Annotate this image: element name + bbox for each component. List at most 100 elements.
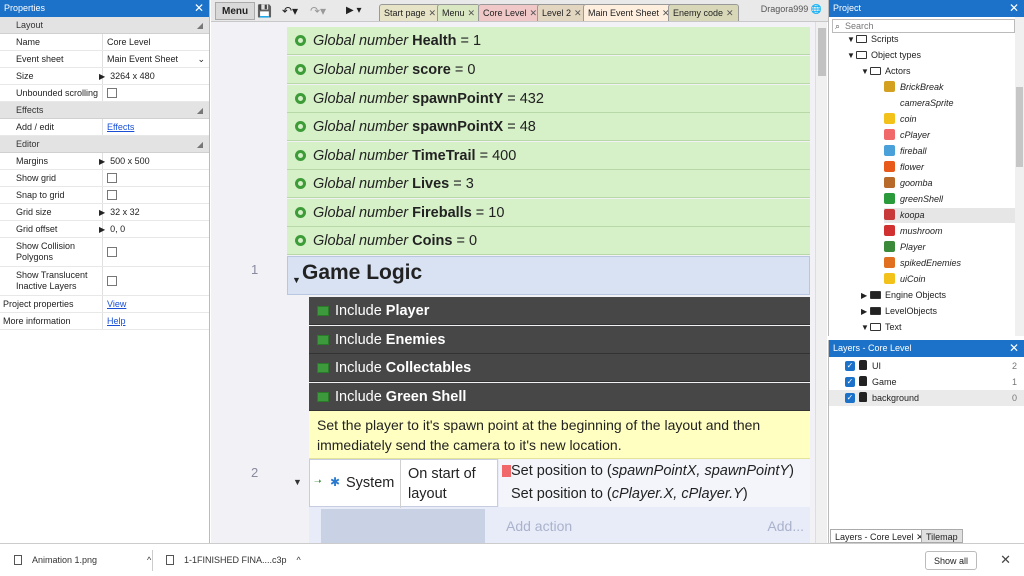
show-grid-checkbox[interactable]: [107, 173, 117, 183]
collapse-icon[interactable]: ◢: [196, 21, 203, 30]
global-variable-row[interactable]: Global number score = 0: [287, 56, 810, 84]
close-icon[interactable]: ✕: [1008, 341, 1019, 355]
include-row[interactable]: Include Player: [309, 297, 810, 325]
tree-item[interactable]: ▶Engine Objects: [861, 288, 946, 303]
effects-link[interactable]: Effects: [107, 122, 135, 132]
show-translucent-checkbox[interactable]: [107, 276, 117, 286]
prop-grid-size[interactable]: Grid size▶32 x 32: [0, 204, 209, 221]
tab-menu[interactable]: Menu✕: [437, 4, 481, 21]
include-row[interactable]: Include Collectables: [309, 354, 810, 382]
prop-value-wrap[interactable]: ▶500 x 500: [99, 156, 209, 166]
close-icon[interactable]: ✕: [1008, 1, 1019, 15]
save-icon[interactable]: 💾: [257, 4, 272, 18]
prop-show-translucent[interactable]: Show Translucent Inactive Layers: [0, 267, 209, 296]
tree-item[interactable]: coin: [884, 112, 917, 127]
tree-item[interactable]: greenShell: [884, 192, 943, 207]
tree-item[interactable]: mushroom: [884, 224, 943, 239]
tree-item[interactable]: ▼Scripts: [847, 32, 899, 47]
global-variable-row[interactable]: Global number Lives = 3: [287, 170, 810, 198]
prop-show-collision[interactable]: Show Collision Polygons: [0, 238, 209, 267]
layer-visible-checkbox[interactable]: ✓: [845, 377, 855, 387]
prop-size[interactable]: Size▶3264 x 480: [0, 68, 209, 85]
condition-text[interactable]: On start of layout: [408, 466, 476, 502]
close-icon[interactable]: ✕: [726, 8, 734, 18]
chevron-up-icon[interactable]: ^: [296, 555, 301, 565]
tab-main-event-sheet[interactable]: Main Event Sheet✕: [583, 4, 675, 21]
prop-value-wrap[interactable]: ▶0, 0: [99, 224, 209, 234]
lock-icon[interactable]: [859, 376, 867, 386]
menu-button[interactable]: Menu: [215, 2, 256, 20]
tree-item[interactable]: BrickBreak: [884, 80, 944, 95]
prop-value-wrap[interactable]: ▶3264 x 480: [99, 71, 209, 81]
tree-item[interactable]: fireball: [884, 144, 927, 159]
tab-start-page[interactable]: Start page✕: [379, 4, 442, 21]
prop-snap-to-grid[interactable]: Snap to grid: [0, 187, 209, 204]
add-condition-area[interactable]: [321, 509, 485, 543]
tree-item[interactable]: ▼Text: [861, 320, 902, 335]
prop-margins[interactable]: Margins▶500 x 500: [0, 153, 209, 170]
tab-enemy-code[interactable]: Enemy code✕: [668, 4, 739, 21]
play-icon[interactable]: ▶ ▾: [346, 5, 362, 16]
close-icon[interactable]: ✕: [1000, 552, 1011, 567]
section-effects[interactable]: Effects◢: [0, 102, 209, 119]
section-layout[interactable]: Layout◢: [0, 17, 209, 34]
section-editor[interactable]: Editor◢: [0, 136, 209, 153]
action-set-position-1[interactable]: Set position to (spawnPointX, spawnPoint…: [511, 463, 794, 479]
tree-item[interactable]: cameraSprite: [884, 96, 954, 111]
snap-to-grid-checkbox[interactable]: [107, 190, 117, 200]
close-icon[interactable]: ✕: [574, 8, 582, 18]
prop-show-grid[interactable]: Show grid: [0, 170, 209, 187]
tab-core-level[interactable]: Core Level✕: [478, 4, 543, 21]
tree-item[interactable]: flower: [884, 160, 924, 175]
collapse-icon[interactable]: ▼: [847, 51, 855, 60]
tree-item[interactable]: spikedEnemies: [884, 256, 961, 271]
add-action-button[interactable]: Add action: [506, 518, 573, 534]
expand-icon[interactable]: ▶: [99, 207, 106, 217]
close-icon[interactable]: ✕: [428, 8, 437, 18]
event-block[interactable]: ➝ ✱ System On start of layout Set positi…: [309, 459, 810, 509]
scrollbar-thumb[interactable]: [1016, 87, 1023, 167]
global-variable-row[interactable]: Global number Fireballs = 10: [287, 199, 810, 227]
unbounded-scrolling-checkbox[interactable]: [107, 88, 117, 98]
layer-visible-checkbox[interactable]: ✓: [845, 361, 855, 371]
comment-block[interactable]: Set the player to it's spawn point at th…: [309, 411, 810, 459]
tree-item[interactable]: cPlayer: [884, 128, 930, 143]
tree-item[interactable]: goomba: [884, 176, 933, 191]
collapse-icon[interactable]: ▼: [292, 275, 301, 285]
redo-icon[interactable]: ↷▾: [310, 4, 327, 18]
close-icon[interactable]: ✕: [662, 8, 670, 18]
tree-item[interactable]: ▶LevelObjects: [861, 304, 937, 319]
expand-icon[interactable]: ▶: [99, 224, 106, 234]
show-all-button[interactable]: Show all: [924, 551, 977, 570]
include-row[interactable]: Include Enemies: [309, 326, 810, 354]
tree-item[interactable]: ▼Actors: [861, 64, 911, 79]
scrollbar-thumb[interactable]: [818, 28, 826, 76]
tree-item[interactable]: uiCoin: [884, 272, 926, 287]
collapse-icon[interactable]: ◢: [196, 106, 203, 115]
chevron-up-icon[interactable]: ^: [147, 555, 152, 565]
lock-icon[interactable]: [859, 392, 867, 402]
collapse-icon[interactable]: ▼: [861, 323, 869, 332]
tree-item[interactable]: ▼Object types: [847, 48, 921, 63]
tab-level-2[interactable]: Level 2✕: [537, 4, 587, 21]
global-variable-row[interactable]: Global number spawnPointY = 432: [287, 85, 810, 113]
collapse-icon[interactable]: ◢: [196, 140, 203, 149]
event-sheet[interactable]: Global number Health = 1 Global number s…: [211, 22, 817, 543]
prop-unbounded-scrolling[interactable]: Unbounded scrolling: [0, 85, 209, 102]
expand-icon[interactable]: ▶: [861, 307, 868, 316]
global-variable-row[interactable]: Global number Health = 1: [287, 27, 810, 55]
close-icon[interactable]: ✕: [467, 8, 476, 18]
collapse-icon[interactable]: ▼: [847, 35, 855, 44]
layer-visible-checkbox[interactable]: ✓: [845, 393, 855, 403]
global-variable-row[interactable]: Global number spawnPointX = 48: [287, 113, 810, 141]
global-variable-row[interactable]: Global number Coins = 0: [287, 227, 810, 255]
search-input[interactable]: ⌕Search: [832, 19, 1015, 33]
